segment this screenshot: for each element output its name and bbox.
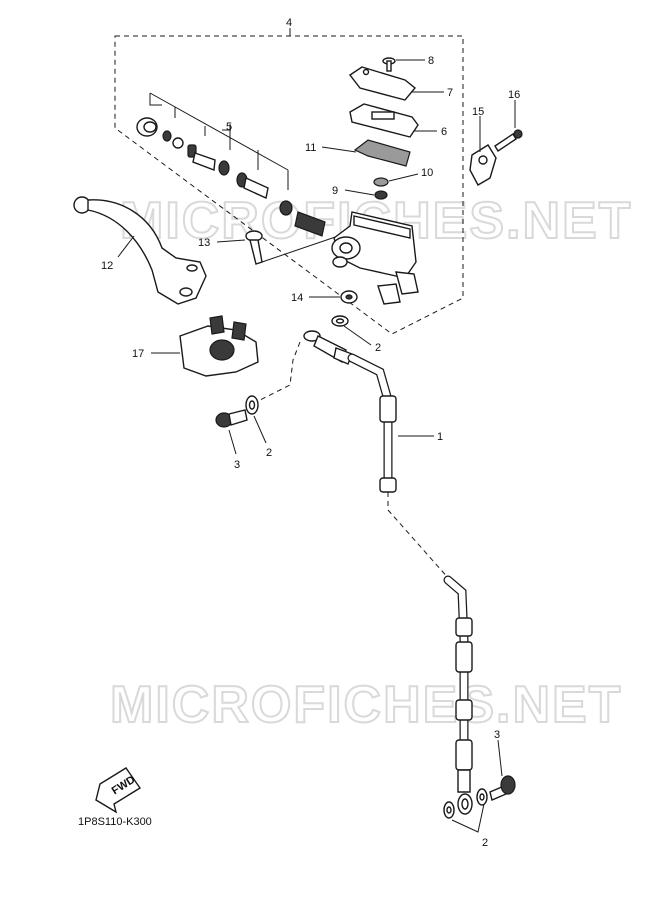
callout-8: 8: [428, 55, 434, 67]
part-6-diaphragm-plate: [349, 103, 419, 138]
callout-17: 17: [132, 348, 144, 360]
fwd-arrow-icon: FWD: [95, 767, 141, 814]
part-7-reservoir-cap: [348, 66, 416, 101]
part-1-brake-hose: [347, 353, 473, 793]
callout-9: 9: [332, 185, 338, 197]
washer-2-bottom-a: [443, 801, 455, 819]
callout-3-bottom: 3: [494, 729, 500, 741]
part-3-banjo-bolt-left: [215, 409, 248, 428]
part-17-holder: [179, 315, 259, 377]
callout-14: 14: [291, 292, 303, 304]
part-5-piston-kit: [136, 92, 326, 237]
callout-11: 11: [305, 142, 316, 154]
callout-16: 16: [508, 89, 520, 101]
callout-4: 4: [286, 17, 292, 29]
upper-banjo-fitting: [303, 330, 353, 365]
callout-15: 15: [472, 106, 484, 118]
watermark-bottom: MICROFICHES.NET: [110, 676, 622, 734]
callout-10: 10: [421, 167, 433, 179]
part-14-cap: [340, 290, 358, 304]
part-15-bracket: [469, 144, 497, 186]
callout-6: 6: [441, 126, 447, 138]
master-cylinder-assembly-outline: [114, 28, 464, 335]
callout-2-bottom: 2: [482, 837, 488, 849]
washer-2-upper: [331, 315, 349, 327]
callout-5: 5: [226, 121, 232, 133]
part-8-screw: [382, 57, 396, 72]
washer-2-bottom-b: [476, 788, 488, 806]
part-16-bolt: [494, 129, 523, 152]
master-cylinder-body: [331, 211, 419, 305]
callout-2-left: 2: [266, 447, 272, 459]
part-10-protector: [373, 177, 389, 187]
callout-13: 13: [198, 237, 210, 249]
part-12-brake-lever: [73, 196, 207, 305]
callout-1: 1: [437, 431, 443, 443]
part-11-diaphragm: [353, 139, 411, 167]
callout-2-upper: 2: [375, 342, 381, 354]
lower-banjo-fitting: [457, 793, 473, 815]
part-3-banjo-bolt-bottom: [489, 775, 516, 801]
callout-12: 12: [101, 260, 113, 272]
callout-7: 7: [447, 87, 453, 99]
part-9-o-ring: [374, 190, 388, 200]
washer-2-left: [245, 395, 259, 415]
diagram-code: 1P8S110-K300: [78, 816, 152, 828]
callout-3-left: 3: [234, 459, 240, 471]
